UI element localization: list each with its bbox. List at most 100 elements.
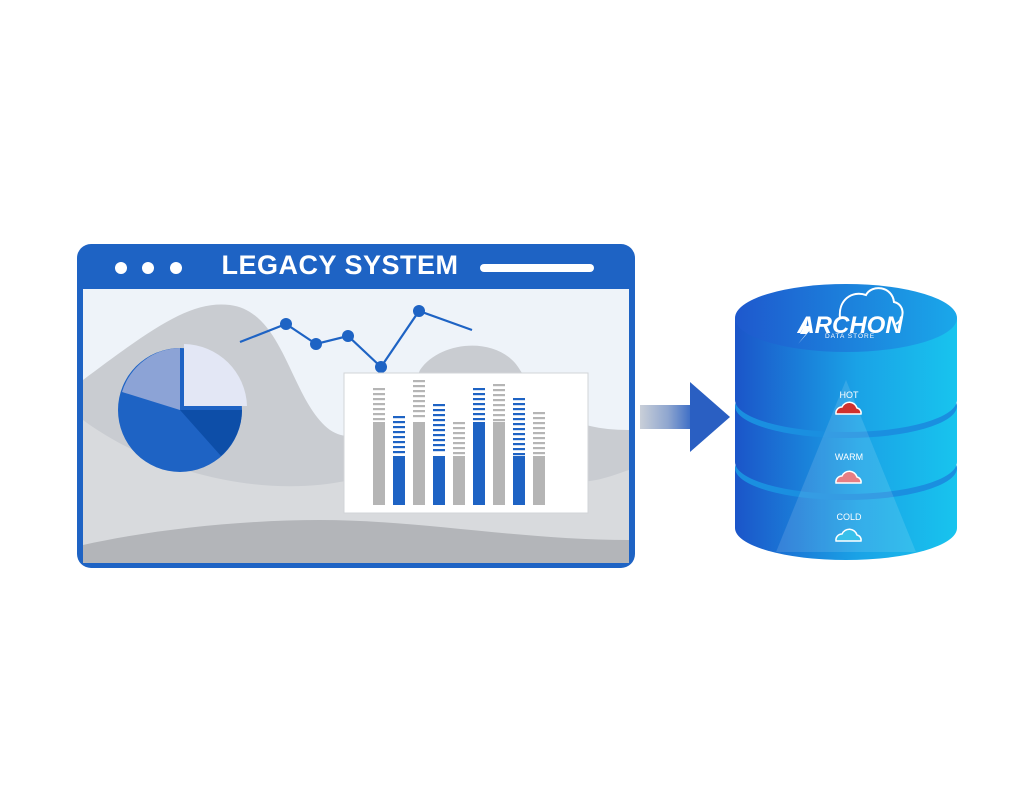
bar-stripe: [513, 418, 525, 421]
bar: [413, 422, 425, 505]
bar-stripe: [533, 422, 545, 425]
line-point: [280, 318, 292, 330]
bar-stripe: [373, 413, 385, 416]
bar-stripe: [413, 380, 425, 383]
bar-stripe: [473, 408, 485, 411]
bar-stripe: [513, 408, 525, 411]
bar-stripe: [473, 413, 485, 416]
data-store-cylinder: [735, 284, 957, 560]
bar: [473, 422, 485, 505]
bar: [393, 456, 405, 505]
bar-stripe: [493, 409, 505, 412]
cylinder-top: [735, 284, 957, 352]
bar-stripe: [433, 409, 445, 412]
bar: [533, 456, 545, 505]
bar-stripe: [433, 419, 445, 422]
bar-stripe: [493, 394, 505, 397]
bar-stripe: [533, 432, 545, 435]
window-dot-icon[interactable]: [142, 262, 154, 274]
bar: [453, 456, 465, 505]
window-dot-icon[interactable]: [170, 262, 182, 274]
bar-stripe: [393, 431, 405, 434]
bar-stripe: [413, 405, 425, 408]
bar-stripe: [413, 400, 425, 403]
pie-slice: [122, 348, 180, 410]
bar-stripe: [493, 419, 505, 422]
bar-stripe: [373, 388, 385, 391]
brand-logo-text: ARCHON: [797, 312, 903, 339]
bar-chart: [343, 372, 589, 514]
bar-stripe: [513, 423, 525, 426]
bar-stripe: [513, 428, 525, 431]
bar-stripe: [533, 442, 545, 445]
bar-stripe: [513, 438, 525, 441]
bar-stripe: [373, 403, 385, 406]
bar-stripe: [453, 452, 465, 455]
cloud-icon: [835, 401, 862, 415]
bar-stripe: [473, 418, 485, 421]
cloud-icon: [835, 470, 862, 484]
bar-stripe: [513, 433, 525, 436]
bar-stripe: [393, 446, 405, 449]
bar-stripe: [513, 398, 525, 401]
bar-stripe: [493, 389, 505, 392]
bar-stripe: [513, 413, 525, 416]
bar-stripe: [373, 398, 385, 401]
bar-stripe: [413, 395, 425, 398]
bar-stripe: [453, 432, 465, 435]
bar-stripe: [473, 398, 485, 401]
bar-stripe: [493, 404, 505, 407]
light-beam: [776, 380, 916, 552]
bar-stripe: [453, 437, 465, 440]
bar-stripe: [373, 393, 385, 396]
bar-stripe: [453, 427, 465, 430]
tier-label-hot: HOT: [839, 390, 859, 400]
bar-stripe: [533, 447, 545, 450]
bar-stripe: [433, 404, 445, 407]
window-title-underline: [480, 264, 594, 272]
bar-stripe: [413, 415, 425, 418]
line-point: [375, 361, 387, 373]
window-dot-icon[interactable]: [115, 262, 127, 274]
pie-slice-exploded: [184, 344, 247, 406]
bar-stripe: [533, 437, 545, 440]
cloud-icon: [835, 528, 862, 542]
bar-stripe: [533, 417, 545, 420]
bar-stripe: [533, 452, 545, 455]
bar-stripe: [413, 410, 425, 413]
bar-stripe: [433, 414, 445, 417]
bar-stripe: [433, 449, 445, 452]
brand-lightning-icon: [798, 318, 812, 344]
bar-stripe: [413, 390, 425, 393]
line-point: [342, 330, 354, 342]
bar-stripe: [433, 429, 445, 432]
bar-stripe: [393, 441, 405, 444]
bar-stripe: [373, 418, 385, 421]
bar: [373, 422, 385, 505]
bar-stripe: [413, 385, 425, 388]
legacy-window: [77, 244, 635, 568]
bar-stripe: [393, 436, 405, 439]
tier-label-cold: COLD: [836, 512, 862, 522]
bar-stripe: [513, 443, 525, 446]
pie-chart: [118, 344, 247, 472]
bar-stripe: [453, 442, 465, 445]
bar-stripe: [393, 451, 405, 454]
migration-arrow-icon: [640, 382, 730, 452]
bar-stripe: [493, 399, 505, 402]
bar-stripe: [473, 388, 485, 391]
bar-stripe: [513, 403, 525, 406]
bar-stripe: [453, 447, 465, 450]
bar-stripe: [393, 416, 405, 419]
pie-slice: [180, 410, 242, 456]
bar: [513, 456, 525, 505]
bar-stripe: [433, 439, 445, 442]
background-hill-front: [83, 520, 629, 563]
line-point: [310, 338, 322, 350]
bar: [433, 456, 445, 505]
line-chart: [239, 305, 473, 373]
line-point: [413, 305, 425, 317]
bar-stripe: [533, 427, 545, 430]
bar-stripe: [493, 384, 505, 387]
